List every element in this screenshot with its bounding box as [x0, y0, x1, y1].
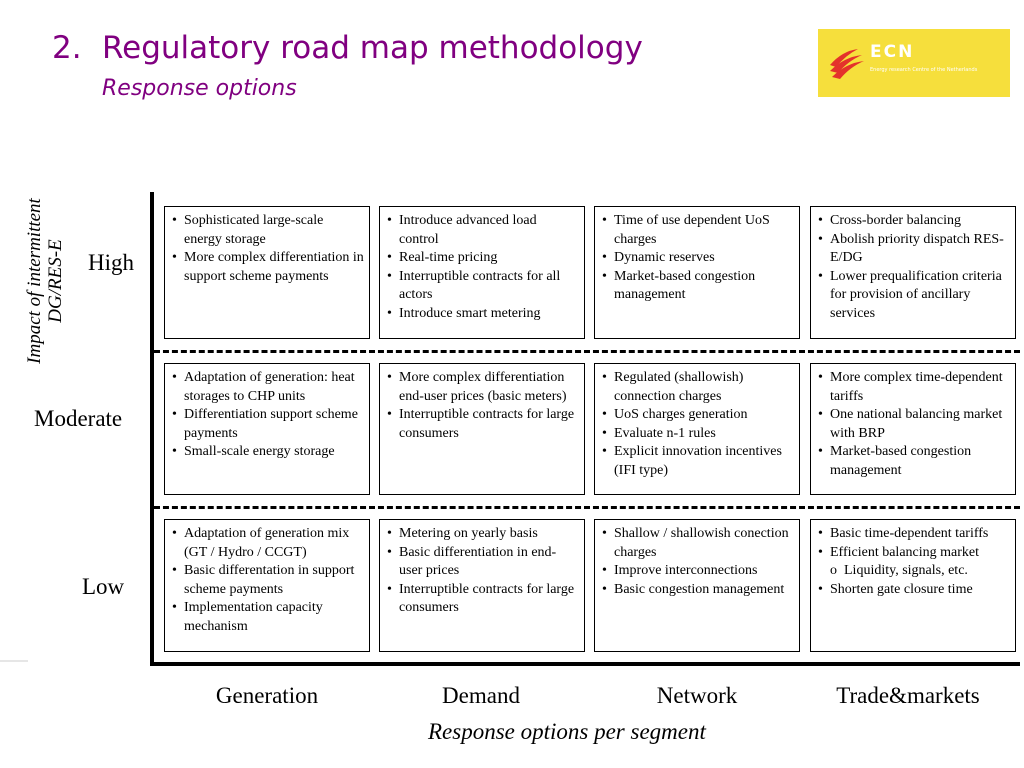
- bullet-item: Market-based congestion management: [602, 268, 794, 305]
- bullet-item: Basic differentation in support scheme p…: [172, 562, 364, 599]
- cell-moderate-network: Regulated (shallowish) connection charge…: [594, 363, 800, 495]
- y-axis-line: [150, 192, 154, 666]
- x-axis-title: Response options per segment: [428, 719, 706, 744]
- y-axis-title: Impact of intermittent DG/RES-E: [24, 198, 66, 364]
- bullet-item: Dynamic reserves: [602, 249, 794, 268]
- row-divider-high-moderate: [154, 350, 1020, 353]
- bullet-item: Interruptible contracts for all actors: [387, 268, 579, 305]
- bullet-item: Explicit innovation incentives (IFI type…: [602, 443, 794, 480]
- bullet-item: Abolish priority dispatch RES-E/DG: [818, 231, 1010, 268]
- ecn-logo-icon: [830, 49, 864, 79]
- row-label-high: High: [88, 250, 134, 275]
- bullet-item: Basic time-dependent tariffs: [818, 525, 1010, 544]
- bullet-item: Improve interconnections: [602, 562, 794, 581]
- bullet-item: More complex differentiation in support …: [172, 249, 364, 286]
- logo-tagline: Energy research Centre of the Netherland…: [870, 67, 978, 73]
- bullet-item: UoS charges generation: [602, 406, 794, 425]
- bullet-item: Time of use dependent UoS charges: [602, 212, 794, 249]
- page-subtitle: Response options: [102, 76, 297, 101]
- bullet-item: Market-based congestion management: [818, 443, 1010, 480]
- cell-high-network: Time of use dependent UoS chargesDynamic…: [594, 206, 800, 339]
- bullet-item: Shorten gate closure time: [818, 581, 1010, 600]
- bullet-item: One national balancing market with BRP: [818, 406, 1010, 443]
- sub-bullet-item: Liquidity, signals, etc.: [818, 562, 1010, 581]
- cell-low-trade-markets: Basic time-dependent tariffsEfficient ba…: [810, 519, 1016, 652]
- bullet-item: Small-scale energy storage: [172, 443, 364, 462]
- bullet-item: Introduce smart metering: [387, 305, 579, 324]
- ecn-logo: ECN Energy research Centre of the Nether…: [818, 29, 1010, 97]
- bullet-item: Introduce advanced load control: [387, 212, 579, 249]
- bullet-item: More complex differentiation end-user pr…: [387, 369, 579, 406]
- bullet-item: Interruptible contracts for large consum…: [387, 406, 579, 443]
- bullet-item: Cross-border balancing: [818, 212, 1010, 231]
- bullet-item: Differentiation support scheme payments: [172, 406, 364, 443]
- bullet-item: Interruptible contracts for large consum…: [387, 581, 579, 618]
- slide-edge-mark: [0, 660, 28, 662]
- cell-moderate-demand: More complex differentiation end-user pr…: [379, 363, 585, 495]
- bullet-item: Implementation capacity mechanism: [172, 599, 364, 636]
- bullet-item: Metering on yearly basis: [387, 525, 579, 544]
- column-label-generation: Generation: [215, 683, 319, 708]
- cell-low-network: Shallow / shallowish conection chargesIm…: [594, 519, 800, 652]
- bullet-item: Lower prequalification criteria for prov…: [818, 268, 1010, 324]
- bullet-item: Efficient balancing market: [818, 544, 1010, 563]
- bullet-item: Adaptation of generation mix (GT / Hydro…: [172, 525, 364, 562]
- column-label-demand: Demand: [442, 683, 520, 708]
- cell-high-generation: Sophisticated large-scale energy storage…: [164, 206, 370, 339]
- bullet-item: Sophisticated large-scale energy storage: [172, 212, 364, 249]
- cell-moderate-trade-markets: More complex time-dependent tariffsOne n…: [810, 363, 1016, 495]
- x-axis-line: [150, 662, 1020, 666]
- row-divider-moderate-low: [154, 506, 1020, 509]
- bullet-item: Basic differentiation in end-user prices: [387, 544, 579, 581]
- bullet-item: Adaptation of generation: heat storages …: [172, 369, 364, 406]
- cell-high-demand: Introduce advanced load controlReal-time…: [379, 206, 585, 339]
- bullet-item: Basic congestion management: [602, 581, 794, 600]
- logo-wordmark: ECN: [870, 42, 915, 62]
- title-number: 2.: [52, 30, 82, 66]
- bullet-item: More complex time-dependent tariffs: [818, 369, 1010, 406]
- row-label-moderate: Moderate: [34, 406, 123, 431]
- row-label-low: Low: [82, 574, 125, 599]
- cell-low-demand: Metering on yearly basisBasic differenti…: [379, 519, 585, 652]
- bullet-item: Real-time pricing: [387, 249, 579, 268]
- column-label-trade-markets: Trade&markets: [836, 683, 980, 708]
- cell-high-trade-markets: Cross-border balancingAbolish priority d…: [810, 206, 1016, 339]
- bullet-item: Evaluate n-1 rules: [602, 425, 794, 444]
- column-label-network: Network: [656, 683, 738, 708]
- bullet-item: Regulated (shallowish) connection charge…: [602, 369, 794, 406]
- cell-low-generation: Adaptation of generation mix (GT / Hydro…: [164, 519, 370, 652]
- cell-moderate-generation: Adaptation of generation: heat storages …: [164, 363, 370, 495]
- bullet-item: Shallow / shallowish conection charges: [602, 525, 794, 562]
- page-title: Regulatory road map methodology: [102, 30, 643, 66]
